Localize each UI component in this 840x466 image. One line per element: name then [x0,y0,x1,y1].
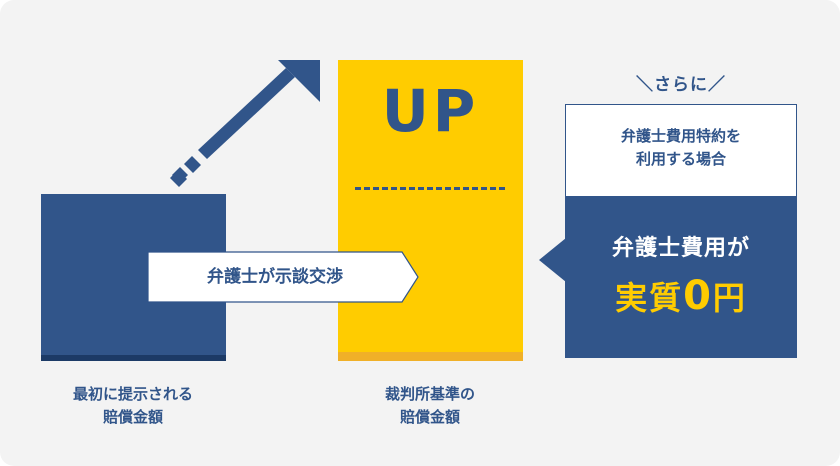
result-post: 円 [712,279,747,317]
court-standard-caption: 裁判所基準の 賠償金額 [320,383,540,429]
result-pre: 実質 [615,279,684,317]
court-standard-caption-line2: 賠償金額 [399,408,460,426]
initial-offer-caption-line2: 賠償金額 [102,408,163,426]
condition-line2: 利用する場合 [635,150,726,168]
result-pointer [539,238,566,282]
arrow-shaft [198,68,295,159]
result-zero: 0 [683,273,713,319]
up-label: UP [381,77,480,145]
initial-offer-caption-line1: 最初に提示される [72,385,193,403]
condition-line1: 弁護士費用特約を [620,127,741,145]
result-box [565,196,797,358]
negotiation-label: 弁護士が示談交渉 [207,267,343,287]
court-standard-bar-base [338,352,523,361]
arrow-dash-1 [170,170,187,187]
arrow-dash-2 [184,156,201,173]
condition-text: 弁護士費用特約を 利用する場合 [565,125,797,171]
arrow-head [278,60,320,102]
initial-offer-bar-base [41,355,226,361]
increase-arrow-icon [170,60,320,187]
dashed-divider [355,187,505,190]
negotiation-banner [147,251,419,303]
court-standard-bar [338,60,523,352]
initial-offer-caption: 最初に提示される 賠償金額 [23,383,243,429]
lead-text: ＼さらに／ [636,75,726,95]
result-line2: 実質0円 [565,272,797,320]
result-line1: 弁護士費用が [611,236,750,261]
court-standard-caption-line1: 裁判所基準の [384,385,475,403]
